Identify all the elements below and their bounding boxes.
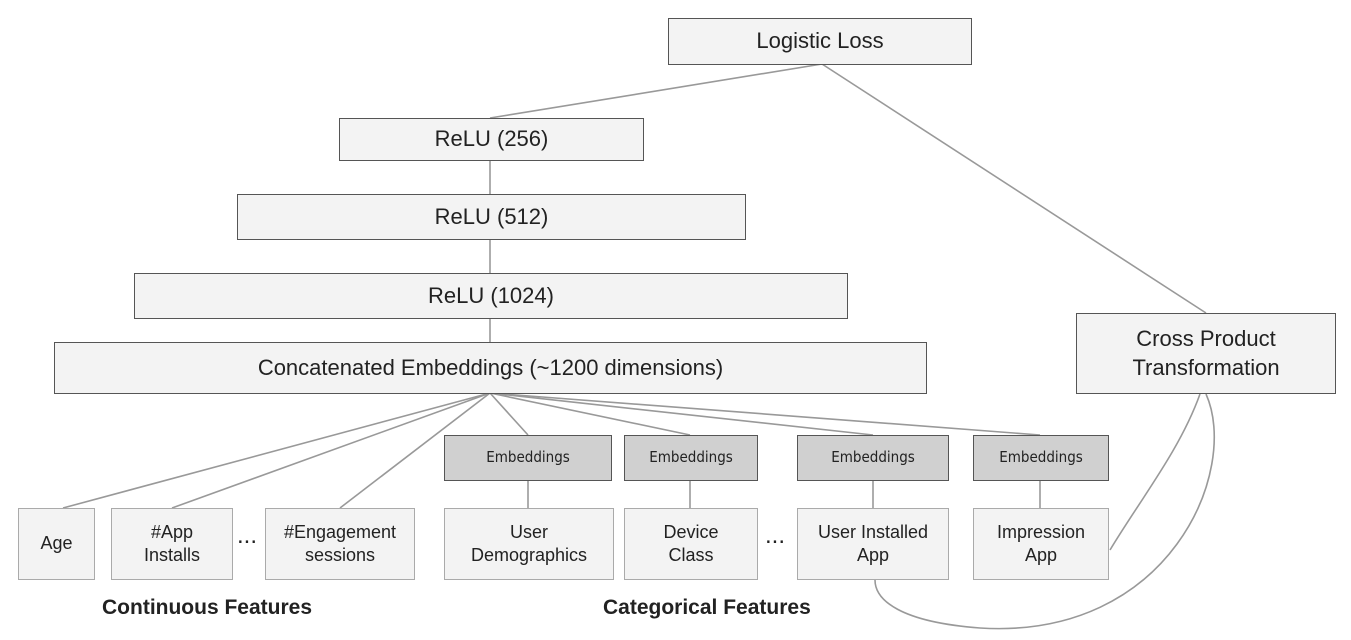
- edge-concat-emb2: [489, 392, 691, 436]
- relu-1024-node: ReLU (1024): [134, 273, 848, 319]
- edge-loss-relu256: [489, 63, 823, 119]
- user-demographics-label: User Demographics: [470, 521, 588, 565]
- age-feature: Age: [18, 508, 95, 580]
- embeddings-node-1: Embeddings: [444, 435, 612, 481]
- edge-loss-cross: [821, 63, 1207, 314]
- engagement-sessions-feature: #Engagement sessions: [265, 508, 415, 580]
- edge-concat-app-installs: [171, 392, 491, 509]
- embeddings-label: Embeddings: [831, 448, 915, 467]
- embeddings-label: Embeddings: [999, 448, 1083, 467]
- app-installs-label: #App Installs: [143, 521, 201, 565]
- cross-product-label: Cross Product Transformation: [1132, 325, 1280, 380]
- edge-concat-engagement: [339, 392, 491, 509]
- embeddings-label: Embeddings: [486, 448, 570, 467]
- edge-concat-age: [62, 392, 491, 509]
- age-label: Age: [40, 533, 73, 554]
- impression-app-label: Impression App: [996, 521, 1086, 565]
- logistic-loss-node: Logistic Loss: [668, 18, 972, 65]
- categorical-ellipsis: ...: [765, 522, 786, 549]
- embeddings-node-3: Embeddings: [797, 435, 949, 481]
- relu-512-node: ReLU (512): [237, 194, 746, 240]
- edge-cross-impression: [1109, 393, 1201, 551]
- embeddings-node-2: Embeddings: [624, 435, 758, 481]
- user-installed-app-label: User Installed App: [817, 521, 929, 565]
- concatenated-embeddings-label: Concatenated Embeddings (~1200 dimension…: [257, 354, 724, 380]
- engagement-sessions-label: #Engagement sessions: [283, 521, 397, 565]
- relu-512-label: ReLU (512): [434, 203, 549, 229]
- relu-256-label: ReLU (256): [434, 126, 549, 152]
- edge-concat-emb4: [489, 392, 1041, 436]
- embeddings-label: Embeddings: [649, 448, 733, 467]
- user-demographics-feature: User Demographics: [444, 508, 614, 580]
- relu-1024-label: ReLU (1024): [428, 282, 554, 308]
- app-installs-feature: #App Installs: [111, 508, 233, 580]
- edge-concat-emb1: [489, 392, 529, 436]
- continuous-features-label: Continuous Features: [102, 596, 313, 619]
- categorical-features-label: Categorical Features: [603, 596, 811, 619]
- user-installed-app-feature: User Installed App: [797, 508, 949, 580]
- relu-256-node: ReLU (256): [339, 118, 644, 161]
- edge-concat-emb3: [489, 392, 874, 436]
- edge-cross-installed: [874, 393, 1215, 630]
- continuous-ellipsis: ...: [237, 522, 258, 549]
- impression-app-feature: Impression App: [973, 508, 1109, 580]
- device-class-feature: Device Class: [624, 508, 758, 580]
- embeddings-node-4: Embeddings: [973, 435, 1109, 481]
- concatenated-embeddings-node: Concatenated Embeddings (~1200 dimension…: [54, 342, 927, 394]
- logistic-loss-label: Logistic Loss: [756, 28, 884, 54]
- cross-product-node: Cross Product Transformation: [1076, 313, 1336, 394]
- device-class-label: Device Class: [663, 521, 719, 565]
